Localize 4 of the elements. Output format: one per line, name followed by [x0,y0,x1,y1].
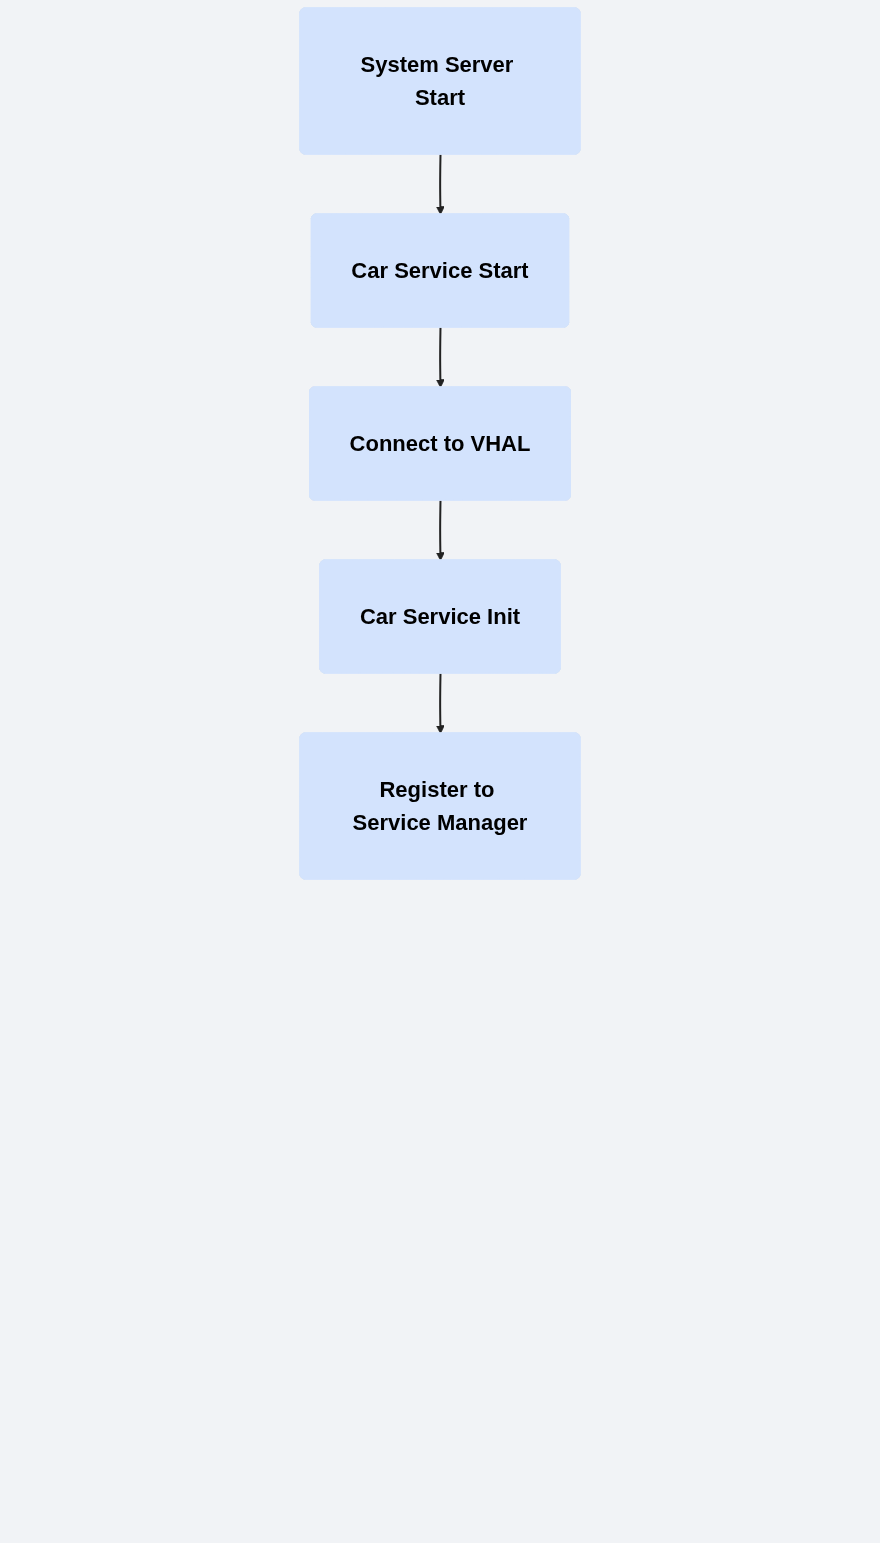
arrow [435,326,445,388]
arrow [435,672,445,734]
arrow [435,499,445,561]
arrow [435,153,445,215]
